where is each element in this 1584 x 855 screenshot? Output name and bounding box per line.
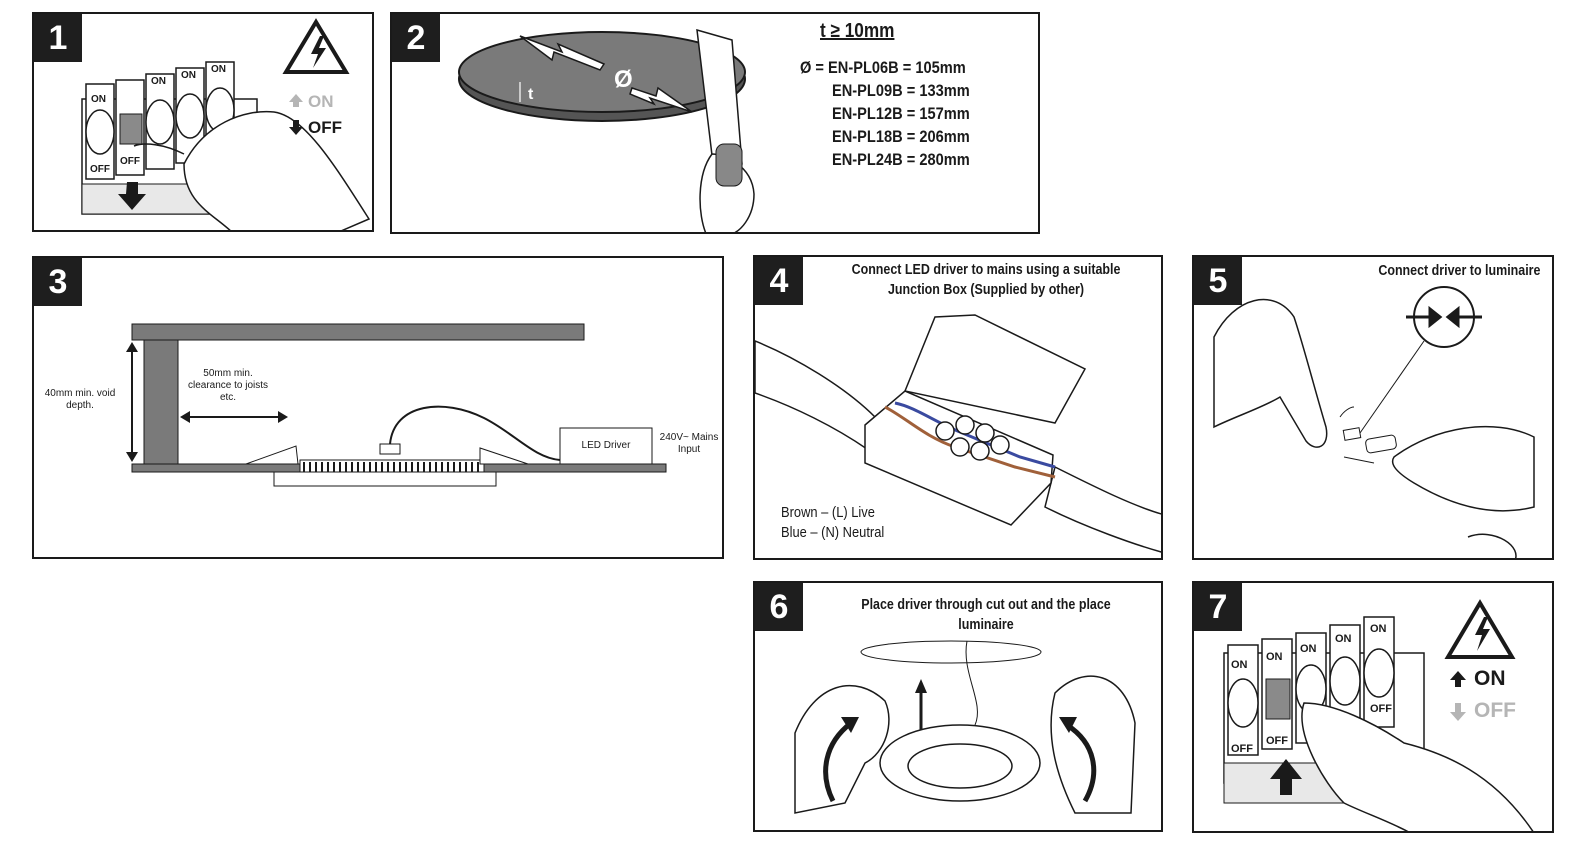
breaker-switch-on-illustration	[1223, 599, 1534, 831]
switch-on-label: ON	[1231, 659, 1248, 671]
step-caption: Place driver through cut out and the pla…	[861, 597, 1111, 633]
live-wire-label: Brown – (L) Live	[781, 504, 875, 521]
mains-input-label: 240V~ Mains Input	[659, 432, 719, 455]
step-2-panel: 2 Ø t t ≥ 10mm Ø = EN-PL06B = 105mm EN-P…	[390, 12, 1040, 234]
model-row: EN-PL12B = 157mm	[832, 104, 970, 123]
legend-on-label: ON	[1474, 667, 1506, 690]
step-1-panel: 1 ON ON ON ON OFF OFF ON OFF	[32, 12, 374, 232]
step-number: 3	[34, 258, 82, 306]
model-row: EN-PL18B = 206mm	[832, 127, 970, 146]
step-caption: Connect driver to luminaire	[1378, 263, 1541, 279]
switch-on-label: ON	[181, 70, 196, 81]
switch-off-label: OFF	[1370, 703, 1392, 715]
step-number: 4	[755, 257, 803, 305]
breaker-switch-off-illustration	[81, 18, 371, 230]
clearance-label: 50mm min. clearance to joists etc.	[187, 368, 269, 403]
step-5-panel: 5 Connect driver to luminaire	[1192, 255, 1554, 560]
switch-on-label: ON	[91, 94, 106, 105]
connector-illustration	[1213, 286, 1535, 558]
switch-off-label: OFF	[1231, 743, 1253, 755]
step-7-panel: 7 ON ON ON ON ON OFF OFF OFF ON OFF	[1192, 581, 1554, 833]
switch-off-label: OFF	[90, 164, 110, 175]
step-caption: Connect LED driver to mains using a suit…	[851, 262, 1121, 298]
legend-on-label: ON	[308, 92, 334, 111]
step-number: 5	[1194, 257, 1242, 305]
step-3-panel: 3 40mm min. void	[32, 256, 724, 559]
junction-box-illustration	[755, 314, 1161, 553]
void-depth-label: 40mm min. void depth.	[44, 388, 116, 411]
switch-off-label: OFF	[120, 156, 140, 167]
model-row: Ø = EN-PL06B = 105mm	[800, 58, 966, 77]
legend-off-label: OFF	[1474, 699, 1516, 722]
switch-on-label: ON	[1370, 623, 1387, 635]
thickness-requirement: t ≥ 10mm	[820, 20, 895, 42]
switch-on-label: ON	[1300, 643, 1317, 655]
switch-off-label: OFF	[1266, 735, 1288, 747]
led-driver-label: LED Driver	[581, 440, 631, 451]
switch-on-label: ON	[1266, 651, 1283, 663]
switch-on-label: ON	[151, 76, 166, 87]
step-number: 2	[392, 14, 440, 62]
switch-on-label: ON	[211, 64, 226, 75]
ceiling-cutout-illustration	[458, 28, 755, 232]
installation-cross-section	[126, 323, 667, 487]
thickness-symbol: t	[528, 86, 534, 103]
step-number: 7	[1194, 583, 1242, 631]
step-number: 6	[755, 583, 803, 631]
model-row: EN-PL09B = 133mm	[832, 81, 970, 100]
switch-on-label: ON	[1335, 633, 1352, 645]
model-row: EN-PL24B = 280mm	[832, 150, 970, 169]
luminaire-placement-illustration	[794, 640, 1136, 814]
step-4-panel: 4 Connect LED driver to mains using a su…	[753, 255, 1163, 560]
step-number: 1	[34, 14, 82, 62]
neutral-wire-label: Blue – (N) Neutral	[781, 524, 885, 541]
diameter-symbol: Ø	[614, 66, 633, 93]
step-6-panel: 6 Place driver through cut out and the p…	[753, 581, 1163, 832]
legend-off-label: OFF	[308, 118, 342, 137]
